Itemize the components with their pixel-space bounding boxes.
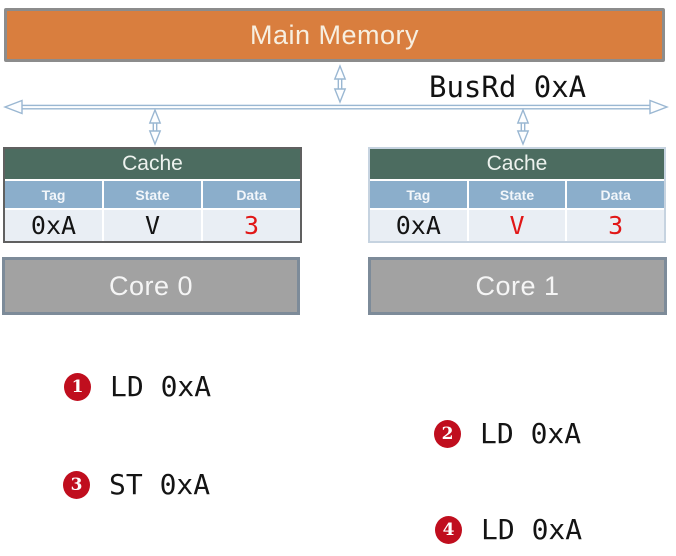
cache0-col-data: Data bbox=[203, 181, 300, 208]
cache1-bus-arrow bbox=[516, 108, 530, 146]
core0-box: Core 0 bbox=[2, 257, 300, 315]
operation-2: 2 LD 0xA bbox=[434, 417, 581, 450]
core1-label: Core 1 bbox=[475, 270, 560, 301]
operation-2-label: LD 0xA bbox=[480, 417, 582, 450]
operation-4: 4 LD 0xA bbox=[435, 513, 582, 546]
cache0-bus-arrow bbox=[148, 108, 162, 146]
cache0-data-value: 3 bbox=[203, 210, 300, 241]
cache1-title: Cache bbox=[370, 149, 664, 179]
cache1-column-headers: Tag State Data bbox=[370, 179, 664, 210]
step-2-badge: 2 bbox=[434, 419, 461, 448]
main-memory-box: Main Memory bbox=[4, 8, 665, 62]
cache0-table: Cache Tag State Data 0xA V 3 bbox=[3, 147, 302, 243]
cache1-value-row: 0xA V 3 bbox=[370, 210, 664, 241]
cache1-state-value: V bbox=[468, 210, 566, 241]
step-1-badge: 1 bbox=[64, 372, 91, 401]
operation-1: 1 LD 0xA bbox=[64, 370, 211, 403]
operation-4-label: LD 0xA bbox=[481, 513, 583, 546]
cache1-table: Cache Tag State Data 0xA V 3 bbox=[368, 147, 666, 243]
cache1-col-tag: Tag bbox=[370, 181, 467, 208]
core0-label: Core 0 bbox=[108, 270, 194, 301]
cache0-col-tag: Tag bbox=[5, 181, 102, 208]
main-memory-label: Main Memory bbox=[249, 19, 420, 50]
cache1-tag-value: 0xA bbox=[370, 210, 467, 241]
cache1-col-state: State bbox=[468, 181, 566, 208]
cache0-value-row: 0xA V 3 bbox=[5, 210, 300, 241]
step-4-badge: 4 bbox=[435, 515, 462, 544]
core1-box: Core 1 bbox=[368, 257, 667, 315]
operation-3: 3 ST 0xA bbox=[63, 468, 210, 501]
cache0-title: Cache bbox=[5, 149, 300, 179]
bus-transaction-label: BusRd 0xA bbox=[429, 70, 587, 104]
cache0-col-state: State bbox=[104, 181, 201, 208]
cache0-tag-value: 0xA bbox=[5, 210, 102, 241]
cache0-column-headers: Tag State Data bbox=[5, 179, 300, 210]
cache1-col-data: Data bbox=[567, 181, 664, 208]
cache0-state-value: V bbox=[104, 210, 201, 241]
memory-bus-arrow bbox=[333, 64, 347, 104]
operation-3-label: ST 0xA bbox=[109, 468, 211, 501]
step-3-badge: 3 bbox=[63, 470, 90, 499]
cache1-data-value: 3 bbox=[567, 210, 664, 241]
operation-1-label: LD 0xA bbox=[110, 370, 212, 403]
